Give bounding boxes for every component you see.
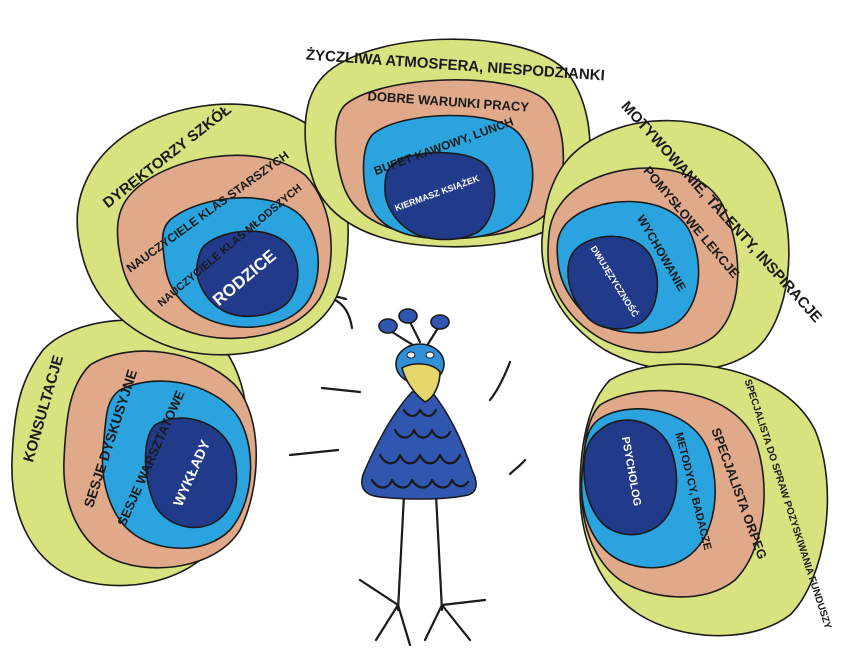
- peacock-eye-right: [425, 351, 435, 359]
- peacock-body: [361, 391, 477, 500]
- feather-top-ring-4: [384, 151, 496, 241]
- feather-upper-left-ring-4: [196, 230, 299, 318]
- feather-lower-right: SPECJALISTA DO SPRAW POZYSKIWANIA FUNDUS…: [579, 363, 833, 637]
- feather-left: KONSULTACJE SESJE DYSKUSYJNE SESJE WARSZ…: [11, 319, 257, 587]
- peacock-beak: [401, 363, 441, 403]
- peacock-eye-left: [406, 351, 416, 359]
- feather-upper-right-ring-4: [567, 235, 659, 330]
- crest-dot-3: [430, 314, 450, 330]
- peacock-illustration: [288, 295, 527, 647]
- feather-left-ring-4: [144, 417, 238, 529]
- peacock-head: [395, 343, 445, 403]
- peacock-body-feather-pattern: [370, 408, 470, 489]
- peacock-crest: [378, 308, 450, 347]
- crest-dot-2: [398, 308, 418, 324]
- peacock-legs: [358, 493, 487, 647]
- feather-top: ŻYCZLIWA ATMOSFERA, NIESPODZIANKI DOBRE …: [304, 38, 605, 248]
- crest-dot-1: [378, 318, 398, 334]
- feather-upper-left: DYREKTORZY SZKÓŁ NAUCZYCIELE KLAS STARSZ…: [76, 100, 349, 356]
- feather-lower-right-ring-4: [583, 419, 678, 536]
- feather-upper-right: MOTYWOWANIE, TALENTY, INSPIRACJE POMYSŁO…: [541, 98, 825, 372]
- motion-lines: [288, 295, 527, 476]
